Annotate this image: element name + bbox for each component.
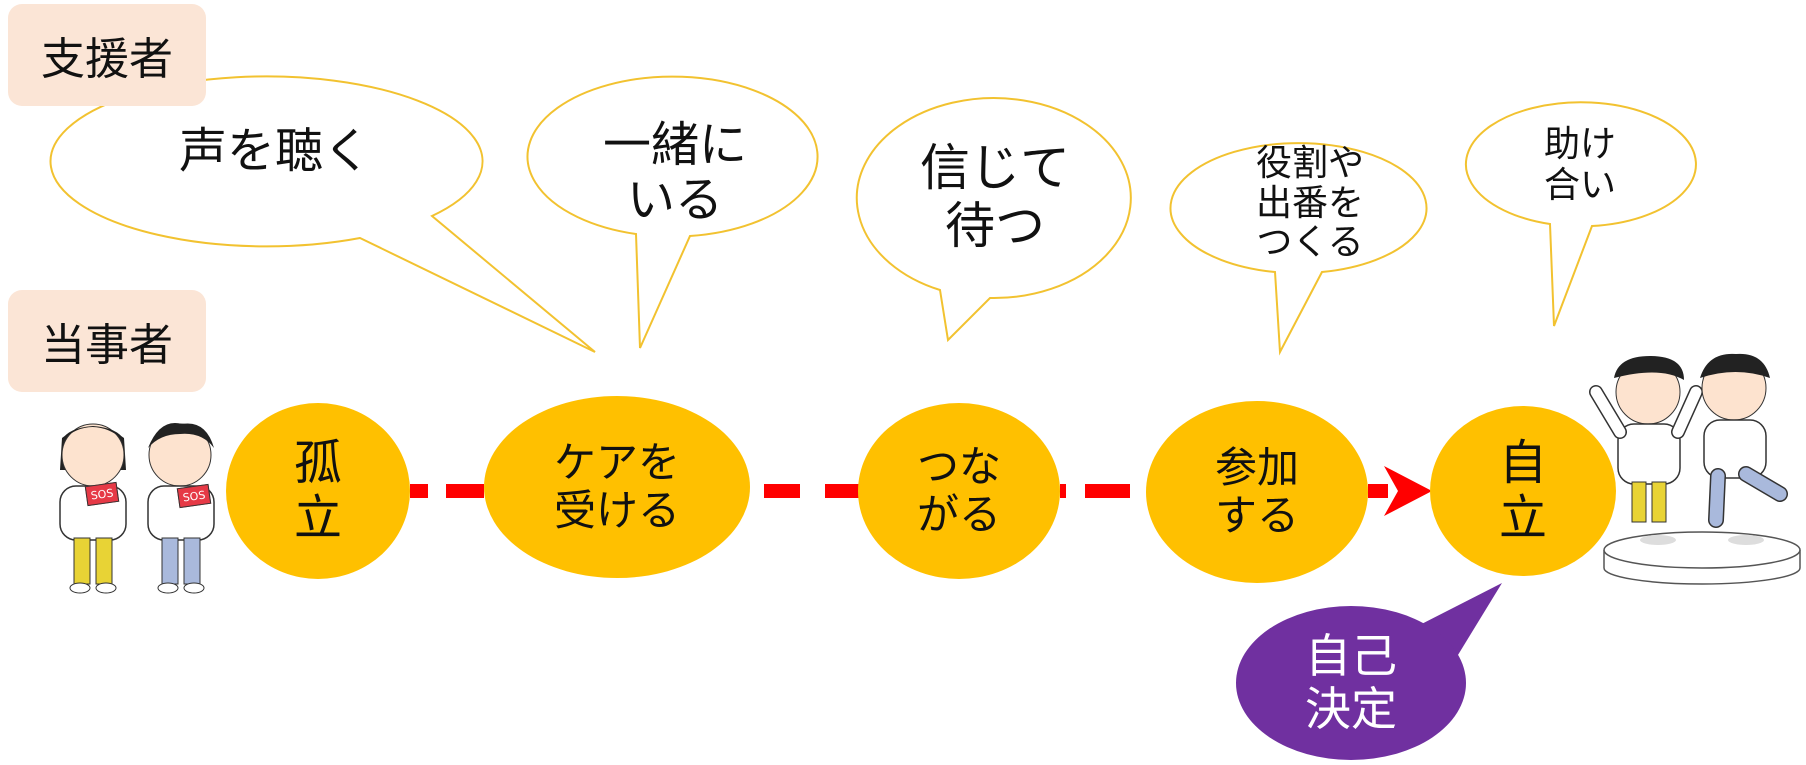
speech-bubble-together (526, 75, 819, 349)
person-role-text: 当事者 (41, 320, 173, 371)
stage-node-independence: 自立 (1430, 406, 1616, 576)
stage-node-isolation: 孤立 (226, 403, 410, 579)
speech-bubble-believe (855, 97, 1132, 343)
speech-bubble-text-believe: 信じて 待つ (920, 139, 1070, 255)
stage-node-connect: つながる (858, 403, 1060, 579)
arrowhead-icon (1384, 466, 1432, 516)
independent-person-2-illustration (1700, 353, 1788, 528)
supporter-role-label: 支援者 (8, 4, 206, 106)
isolated-person-1-illustration (59, 423, 127, 594)
isolated-person-2-illustration (147, 423, 215, 594)
speech-bubble-text-together: 一緒に いる (602, 117, 747, 229)
speech-bubble-role (1169, 142, 1428, 356)
podium-illustration (1603, 531, 1801, 585)
sos-label: SOS (89, 485, 115, 503)
stage-node-participate: 参加する (1146, 401, 1368, 583)
speech-bubble-text-listen: 声を聴く (178, 123, 371, 179)
speech-bubble-text-role: 役割や 出番を つくる (1255, 143, 1364, 264)
independent-person-1-illustration (1589, 356, 1703, 523)
speech-bubble-mutual-aid (1464, 101, 1697, 327)
self-decision-callout: 自己決定 (1236, 606, 1466, 760)
stage-node-receive-care: ケアを受ける (484, 396, 750, 578)
supporter-role-text: 支援者 (41, 34, 173, 85)
speech-bubble-text-mutual-aid: 助け 合い (1543, 124, 1616, 207)
person-role-label: 当事者 (8, 290, 206, 392)
sos-label: SOS (181, 487, 207, 505)
